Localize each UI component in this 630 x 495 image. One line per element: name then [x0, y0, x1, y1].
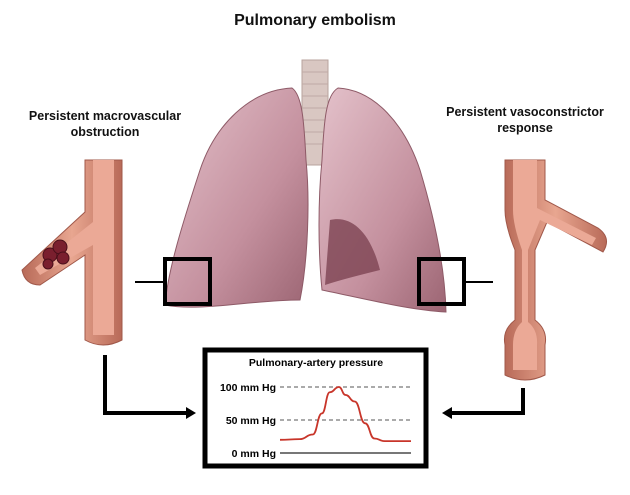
vasoconstrictor-response-label: Persistent vasoconstrictor response: [446, 105, 604, 135]
y-tick-label: 100 mm Hg: [220, 382, 276, 394]
y-tick-label: 50 mm Hg: [226, 415, 276, 427]
left-arrow: [103, 355, 188, 415]
left-lung: [164, 87, 309, 308]
pressure-curve: [279, 386, 411, 443]
macrovascular-obstruction-label: Persistent macrovascular obstruction: [28, 109, 182, 139]
left-arrowhead-icon: [186, 407, 196, 419]
y-tick-label: 0 mm Hg: [232, 448, 276, 460]
right-arrowhead-icon: [442, 407, 452, 419]
diagram-title: Pulmonary embolism: [234, 12, 396, 29]
right-arrow: [450, 388, 525, 415]
pressure-chart-frame: [202, 347, 429, 469]
clot-icon: [42, 239, 70, 270]
heart-notch: [325, 219, 380, 285]
chart-title: Pulmonary-artery pressure: [249, 357, 383, 369]
constricted-vessel: [504, 159, 608, 381]
right-zoom-box: [417, 257, 466, 306]
left-zoom-box: [163, 257, 212, 306]
obstructed-vessel: [21, 159, 123, 346]
